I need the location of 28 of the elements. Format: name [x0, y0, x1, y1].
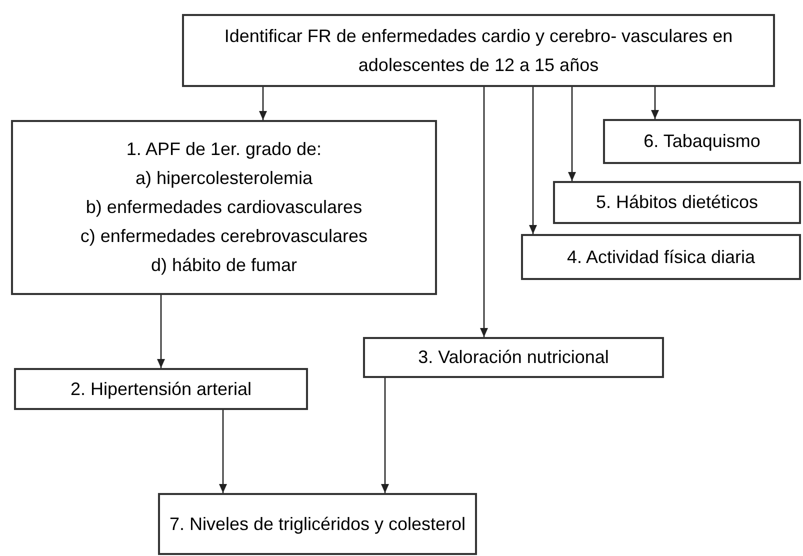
arrow	[219, 410, 227, 493]
arrow	[259, 87, 267, 120]
process-box	[603, 119, 801, 164]
box-text: 7. Niveles de triglicéridos y colesterol	[169, 512, 466, 536]
box-text: 5. Hábitos dietéticos	[596, 191, 758, 214]
arrow	[529, 87, 537, 234]
box-text: 4. Actividad física diaria	[566, 246, 756, 268]
arrow	[157, 295, 165, 368]
arrow	[480, 87, 488, 337]
arrow	[651, 87, 659, 119]
process-box	[14, 368, 308, 410]
box-text: a) hipercolesterolemia	[135, 167, 313, 190]
box-text: 3. Valoración nutricional	[418, 346, 609, 369]
box-text: 6. Tabaquismo	[644, 130, 760, 153]
box-text: b) enfermedades cardiovasculares	[86, 196, 362, 219]
box-text: c) enfermedades cerebrovasculares	[80, 225, 368, 248]
process-box	[158, 493, 477, 555]
process-box	[553, 181, 801, 224]
process-box	[521, 234, 801, 280]
process-box	[182, 14, 775, 87]
box-text: Identificar FR de enfermedades cardio y cerebro- vasculares en adolescentes de 12 a 15 años	[223, 24, 734, 76]
arrow	[568, 87, 576, 181]
arrow	[381, 378, 389, 493]
box-text: 2. Hipertensión arterial	[70, 378, 252, 401]
process-box	[11, 120, 437, 295]
process-box	[363, 337, 664, 378]
box-text: d) hábito de fumar	[150, 254, 298, 277]
box-text: 1. APF de 1er. grado de:	[126, 138, 322, 161]
